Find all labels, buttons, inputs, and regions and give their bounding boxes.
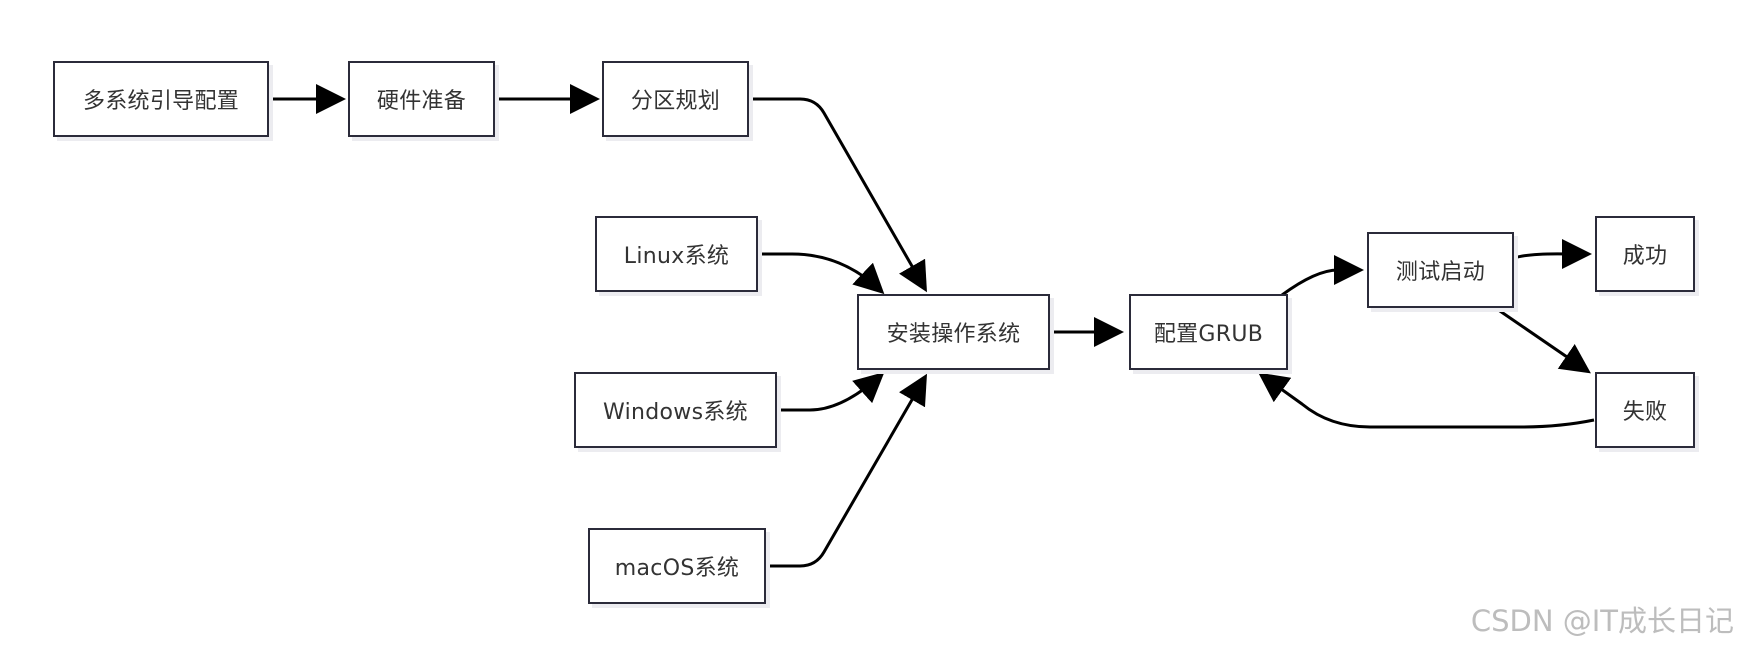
node-hardware-prep-label: 硬件准备	[376, 89, 467, 114]
node-install-os: 安装操作系统	[857, 294, 1050, 370]
edge-windows-to-install	[776, 372, 885, 412]
node-test-boot: 测试启动	[1367, 232, 1514, 308]
node-failure: 失败	[1595, 372, 1695, 448]
watermark-text: CSDN @IT成长日记	[1470, 604, 1734, 638]
edge-test-to-fail	[1496, 307, 1591, 374]
node-linux-system: Linux系统	[595, 216, 758, 292]
edge-grub-to-test	[1281, 255, 1364, 297]
node-test-boot-label: 测试启动	[1395, 260, 1486, 285]
node-hardware-prep: 硬件准备	[348, 61, 495, 137]
node-multiboot-config-label: 多系统引导配置	[82, 89, 240, 114]
node-macos-system-label: macOS系统	[614, 556, 740, 581]
node-partition-plan: 分区规划	[602, 61, 749, 137]
node-partition-plan-label: 分区规划	[630, 89, 721, 114]
edge-macos-to-install	[765, 373, 928, 568]
node-windows-system: Windows系统	[574, 372, 777, 448]
node-configure-grub-label: 配置GRUB	[1153, 322, 1264, 347]
node-install-os-label: 安装操作系统	[886, 322, 1021, 347]
edge-partition-to-install	[748, 97, 927, 293]
edge-linux-to-install	[757, 252, 885, 295]
node-failure-label: 失败	[1622, 400, 1668, 425]
node-windows-system-label: Windows系统	[603, 400, 748, 425]
node-success: 成功	[1595, 216, 1695, 292]
edge-test-to-success	[1513, 239, 1592, 269]
edge-fail-to-grub	[1258, 372, 1595, 429]
node-configure-grub: 配置GRUB	[1129, 294, 1288, 370]
node-success-label: 成功	[1622, 244, 1668, 269]
node-multiboot-config: 多系统引导配置	[53, 61, 269, 137]
node-macos-system: macOS系统	[588, 528, 766, 604]
node-linux-system-label: Linux系统	[623, 244, 730, 269]
